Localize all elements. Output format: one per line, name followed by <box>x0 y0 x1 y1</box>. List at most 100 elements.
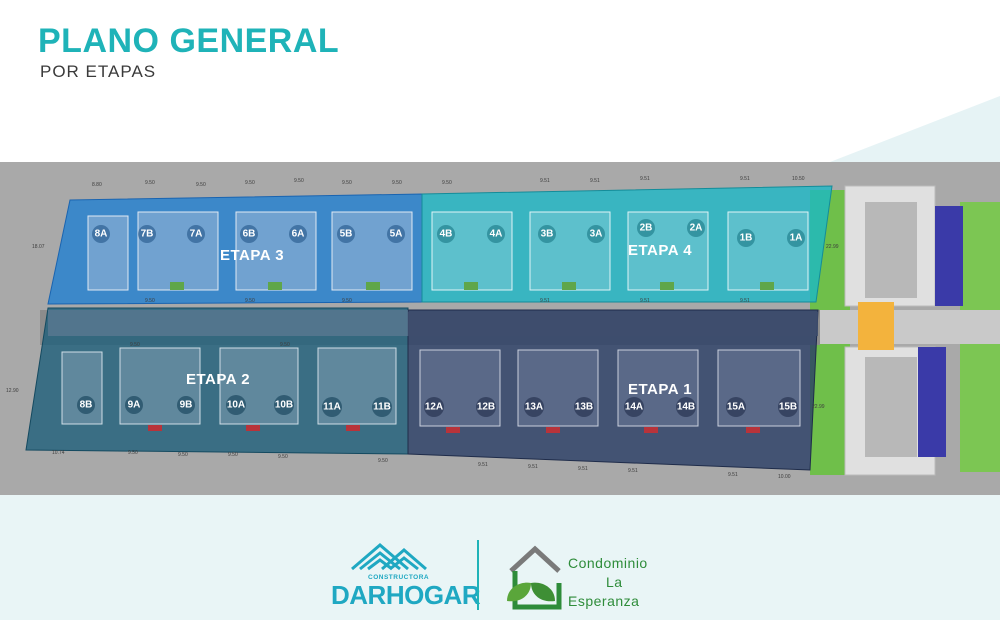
stage-3-label: ETAPA 3 <box>220 247 284 264</box>
svg-text:9.50: 9.50 <box>245 180 255 186</box>
svg-text:8.80: 8.80 <box>92 182 102 188</box>
lot-label: 6B <box>243 229 256 240</box>
logo-divider <box>477 540 479 610</box>
lot-label: 3A <box>590 229 603 240</box>
svg-text:9.50: 9.50 <box>294 178 304 184</box>
site-plan: 8A 7B 7A 6B 6A 5B 5A 4B 4A 3B 3A 2B 2A 1… <box>0 162 1000 495</box>
svg-text:9.51: 9.51 <box>740 298 750 304</box>
lot-label: 14B <box>677 402 695 413</box>
lot-circles-top <box>92 219 805 247</box>
lot-label: 2B <box>640 223 653 234</box>
stage-1-label: ETAPA 1 <box>628 381 692 398</box>
svg-text:9.51: 9.51 <box>728 472 738 478</box>
lot-label: 12A <box>425 402 443 413</box>
page-title: PLANO GENERAL <box>38 22 340 60</box>
svg-text:9.50: 9.50 <box>378 458 388 464</box>
lot-circles-bottom <box>77 395 798 417</box>
parking-south <box>918 347 946 457</box>
svg-text:9.51: 9.51 <box>590 178 600 184</box>
lot-label: 1B <box>740 233 753 244</box>
dimensions-bottom: 10.74 9.50 9.50 9.50 9.50 9.50 9.51 9.51… <box>52 450 791 480</box>
svg-text:9.51: 9.51 <box>478 462 488 468</box>
condominio-line-3: Esperanza <box>568 593 640 609</box>
lot-labels-bottom: 8B 9A 9B 10A 10B 11A 11B 12A 12B 13A 13B… <box>80 400 798 413</box>
road-band-east <box>408 312 818 336</box>
lot-label: 5A <box>390 229 403 240</box>
header: PLANO GENERAL POR ETAPAS <box>0 0 1000 162</box>
svg-text:9.50: 9.50 <box>228 452 238 458</box>
lot-label: 7B <box>141 229 154 240</box>
top-houses <box>87 211 809 291</box>
page-subtitle: POR ETAPAS <box>40 62 157 81</box>
constructora-text: CONSTRUCTORA <box>368 574 430 581</box>
svg-text:9.50: 9.50 <box>342 298 352 304</box>
svg-text:10.00: 10.00 <box>778 474 791 480</box>
darhogar-logo-icon <box>351 543 427 571</box>
condominio-logo-icon <box>507 545 562 610</box>
lot-label: 13B <box>575 402 593 413</box>
lot-label: 9B <box>180 400 193 411</box>
lot-label: 14A <box>625 402 643 413</box>
lot-label: 6A <box>292 229 305 240</box>
svg-text:9.50: 9.50 <box>145 298 155 304</box>
svg-text:22.99: 22.99 <box>826 244 839 250</box>
condominio-wordmark: Condominio La Esperanza <box>568 554 648 611</box>
garden-markers <box>170 282 774 290</box>
svg-text:9.50: 9.50 <box>178 452 188 458</box>
svg-text:9.51: 9.51 <box>528 464 538 470</box>
dimensions-sides: 18.07 12.90 22.99 22.99 <box>6 244 839 410</box>
svg-text:9.50: 9.50 <box>442 180 452 186</box>
svg-text:9.50: 9.50 <box>196 182 206 188</box>
svg-text:9.51: 9.51 <box>640 298 650 304</box>
condominio-line-2: La <box>606 574 623 590</box>
entry-markers <box>148 425 760 433</box>
svg-text:9.50: 9.50 <box>128 450 138 456</box>
svg-text:9.50: 9.50 <box>130 342 140 348</box>
darhogar-wordmark: DARHOGAR <box>331 580 481 610</box>
decorative-triangle <box>830 96 1000 162</box>
lot-labels-top: 8A 7B 7A 6B 6A 5B 5A 4B 4A 3B 3A 2B 2A 1… <box>95 223 803 244</box>
lot-label: 11A <box>323 402 341 413</box>
svg-text:9.51: 9.51 <box>628 468 638 474</box>
svg-text:10.74: 10.74 <box>52 450 65 456</box>
lot-label: 5B <box>340 229 353 240</box>
lot-label: 13A <box>525 402 543 413</box>
lot-label: 10A <box>227 400 245 411</box>
building-north-roof <box>865 202 917 298</box>
gatehouse <box>858 302 894 350</box>
lot-label: 2A <box>690 223 703 234</box>
footer <box>0 495 1000 620</box>
svg-text:10.50: 10.50 <box>792 176 805 182</box>
stage-2-label: ETAPA 2 <box>186 371 250 388</box>
lot-label: 12B <box>477 402 495 413</box>
lot-label: 9A <box>128 400 141 411</box>
lot-label: 4A <box>490 229 503 240</box>
svg-text:9.50: 9.50 <box>278 454 288 460</box>
lot-label: 8B <box>80 400 93 411</box>
lot-label: 15B <box>779 402 797 413</box>
lot-label: 8A <box>95 229 108 240</box>
dimensions-mid: 9.50 9.50 9.50 9.50 9.50 9.51 9.51 9.51 <box>130 298 750 348</box>
svg-text:9.51: 9.51 <box>540 298 550 304</box>
svg-text:9.50: 9.50 <box>145 180 155 186</box>
svg-text:9.50: 9.50 <box>280 342 290 348</box>
parking-north <box>935 206 963 306</box>
svg-text:9.50: 9.50 <box>392 180 402 186</box>
svg-text:9.51: 9.51 <box>640 176 650 182</box>
svg-text:9.51: 9.51 <box>578 466 588 472</box>
svg-text:12.90: 12.90 <box>6 388 19 394</box>
lot-label: 1A <box>790 233 803 244</box>
svg-text:22.99: 22.99 <box>812 404 825 410</box>
svg-text:9.50: 9.50 <box>245 298 255 304</box>
condominio-line-1: Condominio <box>568 555 648 571</box>
building-south-roof <box>865 357 917 457</box>
lot-label: 15A <box>727 402 745 413</box>
stage-4-label: ETAPA 4 <box>628 242 692 259</box>
stage-1-area <box>407 309 819 471</box>
dimensions-top: 8.80 9.50 9.50 9.50 9.50 9.50 9.50 9.50 … <box>92 176 805 188</box>
lot-label: 11B <box>373 402 391 413</box>
lot-label: 3B <box>541 229 554 240</box>
road-band-west <box>48 310 408 336</box>
lot-label: 4B <box>440 229 453 240</box>
svg-text:9.50: 9.50 <box>342 180 352 186</box>
